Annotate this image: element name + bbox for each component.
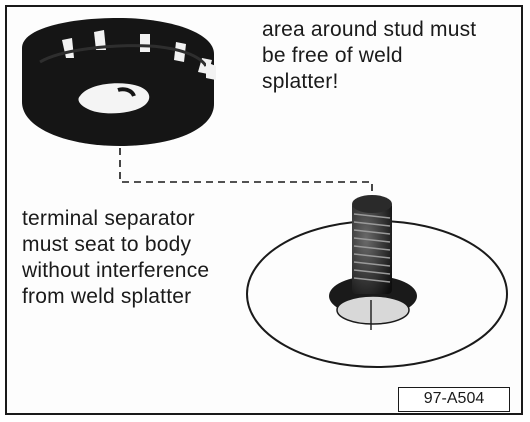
leader-line <box>119 148 373 196</box>
stud-area-callout: area around stud must be free of weld sp… <box>262 18 477 93</box>
figure-id-label: 97-A504 <box>398 387 510 412</box>
separator-callout: terminal separator must seat to body wit… <box>22 207 210 308</box>
terminal-separator <box>22 18 216 146</box>
weld-stud <box>329 195 417 330</box>
